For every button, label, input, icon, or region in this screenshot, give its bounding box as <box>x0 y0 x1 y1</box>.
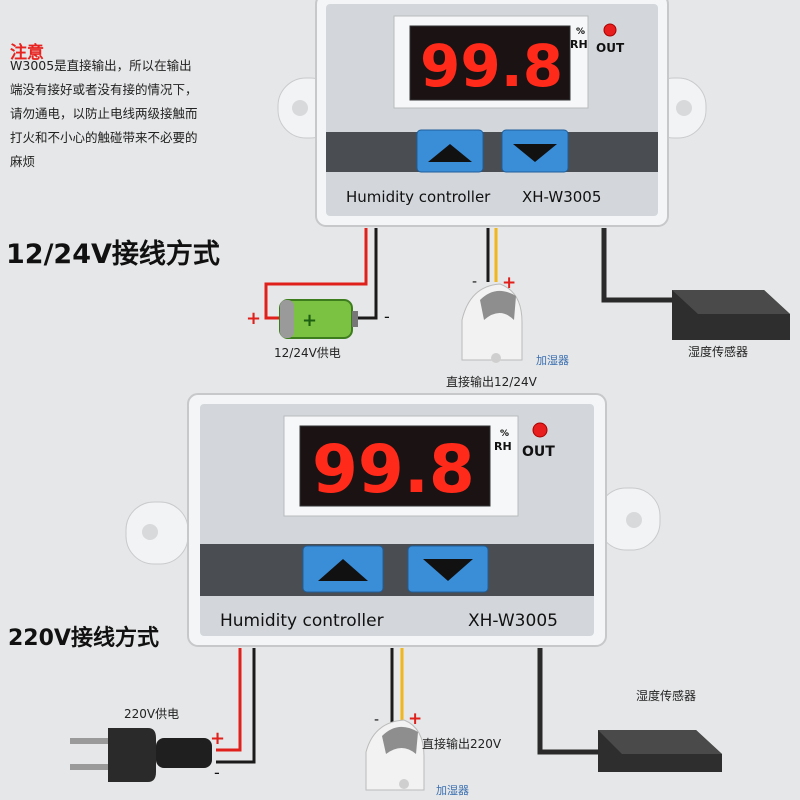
top-out-led <box>603 23 617 37</box>
svg-text:+: + <box>302 310 317 331</box>
humidifier-label-top: 加湿器 <box>536 354 569 367</box>
humidifier-plus-bottom: + <box>408 709 422 729</box>
bottom-out-label: OUT <box>522 444 555 460</box>
top-ear-hole-right <box>676 100 692 116</box>
top-ear-hole-left <box>292 100 308 116</box>
triangle-up-icon <box>318 559 368 581</box>
top-up-button[interactable] <box>416 129 484 173</box>
notice-title: 注意 <box>10 43 44 63</box>
humidity-sensor-icon <box>598 730 722 772</box>
triangle-up-icon <box>428 144 472 162</box>
output-label-bottom: 直接输出220V <box>422 736 502 751</box>
humidity-sensor-icon <box>672 290 790 340</box>
supply-plus-bottom: + <box>210 728 225 749</box>
bottom-ear-hole-right <box>626 512 642 528</box>
bottom-out-led <box>532 422 548 438</box>
sensor-label-bottom: 湿度传感器 <box>636 688 696 703</box>
bottom-device-model: XH-W3005 <box>468 611 558 631</box>
top-device-name: Humidity controller <box>346 188 491 206</box>
top-unit-rh: RH <box>570 38 588 51</box>
humidifier-minus-top: - <box>472 274 477 290</box>
humidifier-icon <box>461 283 523 363</box>
top-wiring <box>264 228 676 320</box>
triangle-down-icon <box>513 144 557 162</box>
power-plug-icon <box>70 728 212 782</box>
supply-plus-top: + <box>246 308 261 329</box>
notice-line-4: 打火和不小心的触碰带来不必要的 <box>10 130 198 145</box>
notice-line-2: 端没有接好或者没有接的情况下， <box>10 82 198 97</box>
humidifier-plus-top: + <box>502 273 516 293</box>
supply-label-top: 12/24V供电 <box>274 346 341 360</box>
triangle-down-icon <box>423 559 473 581</box>
supply-minus-top: - <box>384 307 390 326</box>
bottom-unit-rh: RH <box>494 440 512 453</box>
battery-icon: + <box>279 299 358 339</box>
top-controller <box>277 0 707 227</box>
bottom-ear-hole-left <box>142 524 158 540</box>
heading-220v: 220V接线方式 <box>8 626 159 651</box>
notice-line-1: W3005是直接输出，所以在输出 <box>10 58 192 73</box>
bottom-display-value: 99.8 <box>312 431 475 508</box>
bottom-controller <box>125 393 661 647</box>
notice-line-3: 请勿通电，以防止电线两级接触而 <box>10 106 198 121</box>
top-device-model: XH-W3005 <box>522 188 601 206</box>
supply-label-bottom: 220V供电 <box>124 707 179 721</box>
top-display-value: 99.8 <box>420 32 563 100</box>
top-unit-percent: % <box>576 27 585 37</box>
humidifier-icon <box>365 719 425 791</box>
bottom-down-button[interactable] <box>407 545 489 593</box>
humidifier-minus-bottom: - <box>374 712 379 728</box>
heading-12v: 12/24V接线方式 <box>6 239 220 270</box>
top-out-label: OUT <box>596 41 625 55</box>
supply-minus-bottom: - <box>214 763 220 782</box>
bottom-up-button[interactable] <box>302 545 384 593</box>
top-down-button[interactable] <box>501 129 569 173</box>
bottom-wiring <box>216 648 600 764</box>
humidifier-label-bottom: 加湿器 <box>436 784 469 797</box>
bottom-unit-percent: % <box>500 429 509 439</box>
bottom-device-name: Humidity controller <box>220 611 384 631</box>
sensor-label-top: 湿度传感器 <box>688 344 748 359</box>
output-label-top: 直接输出12/24V <box>446 374 538 389</box>
notice-line-5: 麻烦 <box>10 154 36 169</box>
